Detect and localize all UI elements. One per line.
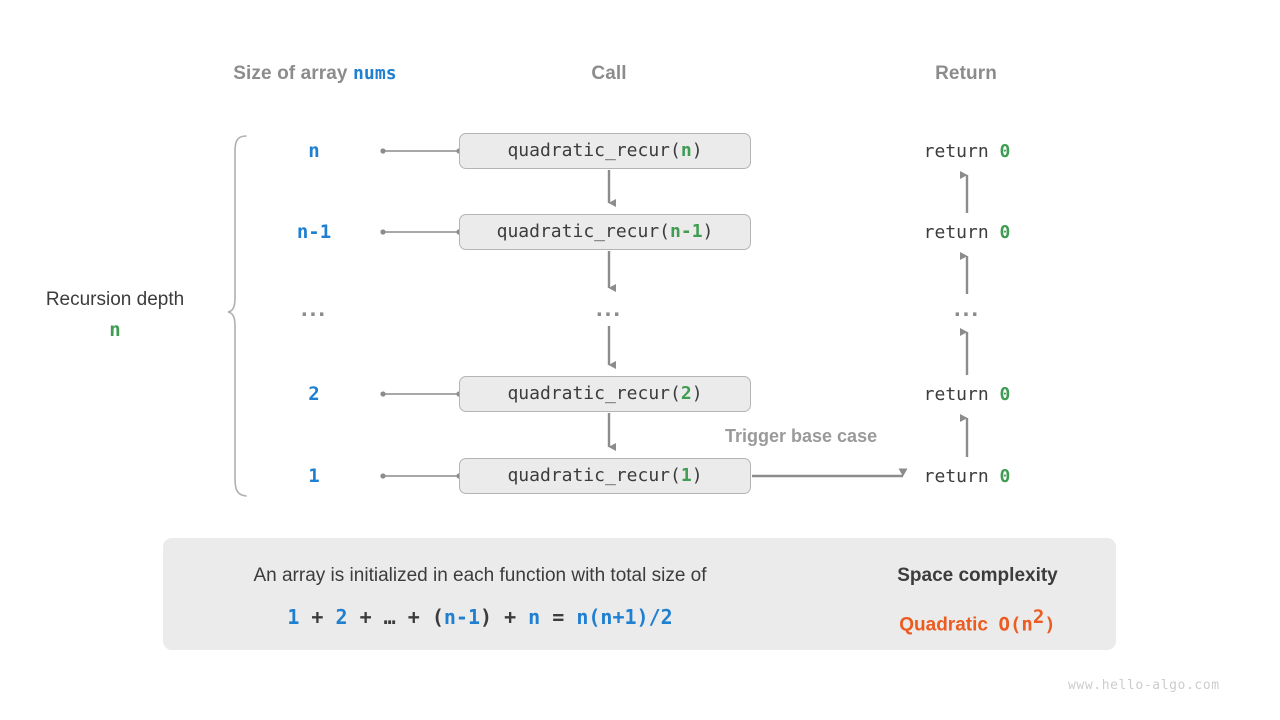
formula-paren-close: ) [480, 605, 493, 629]
formula-op-4: + [492, 605, 529, 629]
return-label-row-2: return 0 [867, 222, 1067, 243]
recursion-depth-brace [227, 135, 247, 497]
call-box-row-2-prefix: quadratic_recur( [496, 221, 671, 242]
formula-op-1: + [299, 605, 336, 629]
call-box-row-5-prefix: quadratic_recur( [507, 465, 681, 486]
call-box-row-2-suffix: ) [702, 221, 714, 242]
call-box-row-4-prefix: quadratic_recur( [507, 383, 681, 404]
trigger-base-case-note: Trigger base case [725, 426, 878, 446]
space-complexity-bigo-close: ) [1044, 613, 1056, 636]
call-box-row-5[interactable]: quadratic_recur(1) [459, 458, 751, 494]
size-label-row-1: n [308, 140, 320, 162]
column-header-call: Call [591, 63, 627, 84]
call-box-row-1-prefix: quadratic_recur( [507, 140, 681, 161]
return-label-row-2-text: return [923, 222, 1000, 243]
call-box-row-5-suffix: ) [691, 465, 703, 486]
formula-term-4: n [528, 605, 541, 629]
size-connectors [380, 148, 462, 479]
return-label-row-1: return 0 [867, 141, 1067, 162]
return-label-row-5-text: return [923, 466, 1000, 487]
call-row-3-ellipsis: ... [595, 295, 622, 322]
formula-term-2: 2 [335, 605, 348, 629]
space-complexity-title: Space complexity [897, 565, 1058, 586]
space-complexity-value: Quadratic O(n2) [860, 606, 1095, 636]
call-box-row-4-arg: 2 [680, 383, 692, 404]
formula-paren-open: ( [431, 605, 444, 629]
size-label-row-3-ellipsis: ... [300, 295, 327, 322]
call-box-row-1-suffix: ) [691, 140, 703, 161]
return-label-row-5: return 0 [867, 466, 1067, 487]
formula-result: n(n+1)/2 [576, 605, 673, 629]
return-label-row-1-value: 0 [999, 141, 1011, 162]
call-box-row-4[interactable]: quadratic_recur(2) [459, 376, 751, 412]
size-label-row-5: 1 [308, 465, 320, 487]
call-box-row-2-arg: n-1 [670, 221, 703, 242]
call-box-row-2[interactable]: quadratic_recur(n-1) [459, 214, 751, 250]
return-label-row-4-text: return [923, 384, 1000, 405]
return-label-row-4: return 0 [867, 384, 1067, 405]
return-label-row-4-value: 0 [999, 384, 1011, 405]
call-box-row-1[interactable]: quadratic_recur(n) [459, 133, 751, 169]
return-label-row-2-value: 0 [999, 222, 1011, 243]
summary-description: An array is initialized in each function… [253, 565, 707, 586]
call-box-row-4-suffix: ) [691, 383, 703, 404]
summary-panel [163, 538, 1116, 650]
formula-op-3: + [395, 605, 432, 629]
recursion-depth-label: Recursion depth n [25, 285, 205, 346]
column-header-size: Size of array nums [215, 63, 415, 85]
watermark: www.hello-algo.com [1068, 678, 1220, 693]
size-label-row-4: 2 [308, 383, 320, 405]
formula-op-2: + [347, 605, 384, 629]
formula-term-1: 1 [287, 605, 300, 629]
size-label-row-2: n-1 [296, 221, 332, 243]
column-header-size-text: Size of array [233, 63, 353, 84]
recursion-depth-text: Recursion depth [45, 289, 185, 310]
formula-equals: = [540, 605, 577, 629]
nums-keyword: nums [352, 63, 397, 84]
column-header-return: Return [935, 63, 997, 84]
call-box-row-1-arg: n [680, 140, 692, 161]
return-row-3-ellipsis: ... [953, 295, 980, 322]
return-label-row-1-text: return [923, 141, 1000, 162]
space-complexity-word: Quadratic [899, 614, 988, 636]
return-label-row-5-value: 0 [999, 466, 1011, 487]
space-complexity-bigo: O(n [998, 613, 1033, 636]
summary-formula: 1 + 2 + … + (n-1) + n = n(n+1)/2 [190, 605, 770, 629]
call-box-row-5-arg: 1 [680, 465, 692, 486]
space-complexity-exponent: 2 [1032, 606, 1045, 628]
formula-term-3: n-1 [443, 605, 480, 629]
recursion-depth-value: n [109, 319, 121, 342]
formula-ellipsis: … [383, 605, 396, 629]
